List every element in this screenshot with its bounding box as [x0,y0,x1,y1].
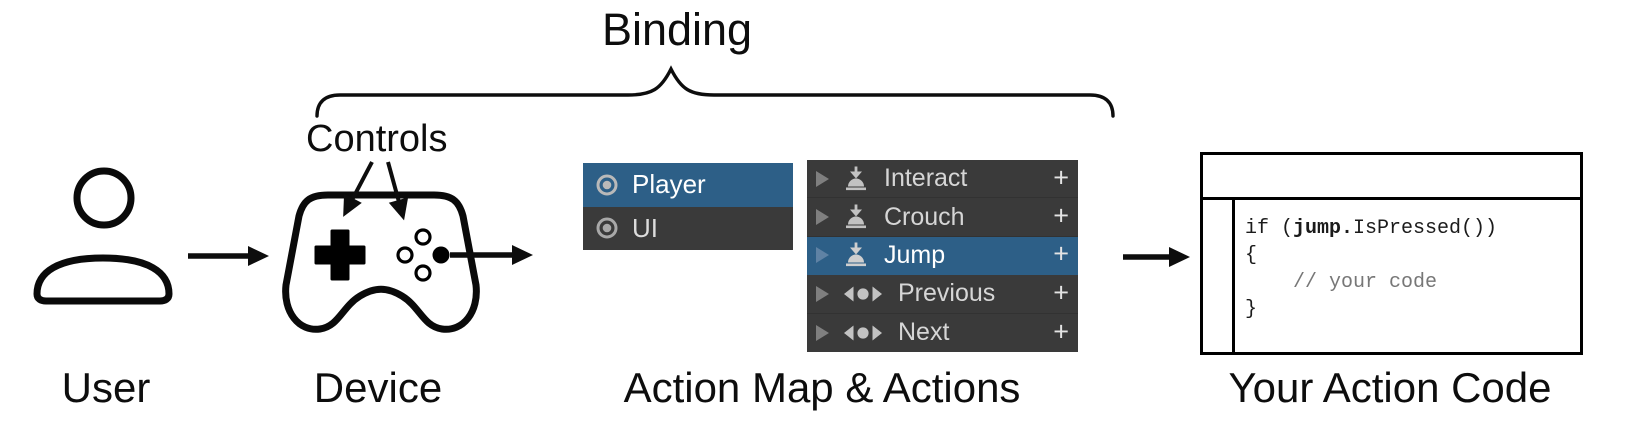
chevron-right-icon[interactable] [816,285,829,302]
code-jump-ref: jump. [1293,217,1354,240]
gamepad-icon [282,191,480,333]
add-binding-button[interactable]: + [1053,162,1069,193]
action-row-crouch[interactable]: Crouch + [807,198,1078,237]
button-action-icon [846,204,866,229]
value-action-icon [844,325,882,341]
value-action-icon [844,286,882,302]
binding-brace [315,65,1115,118]
controls-arrow-left [343,161,374,217]
code-snippet: if (jump.IsPressed()) { // your code } [1245,215,1497,323]
button-action-icon [846,242,866,267]
gamepad-button-west [396,246,414,264]
action-row-next[interactable]: Next + [807,314,1078,352]
controls-arrow-right [386,161,409,221]
gamepad-button-south [414,264,432,282]
your-action-code-label: Your Action Code [1228,364,1552,411]
add-binding-button[interactable]: + [1053,316,1069,347]
action-row-label: Jump [884,240,946,269]
code-gutter-line [1232,200,1235,352]
gamepad-button-east-highlight [432,246,450,264]
action-map-row-player[interactable]: Player [583,163,793,207]
controls-label: Controls [306,118,448,160]
action-map-icon [596,217,618,239]
gamepad-body [282,191,480,333]
actions-panel: Interact + Crouch + Jump + [807,160,1078,352]
chevron-right-icon[interactable] [816,324,829,341]
action-row-label: Crouch [884,202,965,231]
action-row-jump[interactable]: Jump + [807,236,1078,276]
user-body [33,254,173,305]
code-if-open: if ( [1245,217,1294,240]
action-code-window: if (jump.IsPressed()) { // your code } [1200,152,1583,355]
button-action-icon [846,166,866,190]
action-row-previous[interactable]: Previous + [807,275,1078,314]
code-comment: // your code [1245,271,1438,294]
add-binding-button[interactable]: + [1053,277,1069,308]
device-label: Device [313,364,443,411]
user-icon [33,167,173,305]
add-binding-button[interactable]: + [1053,200,1069,231]
action-row-label: Interact [884,164,968,193]
action-map-row-ui[interactable]: UI [583,207,793,251]
code-close-brace: } [1245,298,1258,321]
action-row-interact[interactable]: Interact + [807,160,1078,199]
add-binding-button[interactable]: + [1053,238,1069,269]
action-map-icon [596,174,618,196]
binding-label: Binding [601,4,753,55]
gamepad-button-north [414,228,432,246]
action-row-label: Previous [898,279,996,308]
user-head [73,167,135,229]
action-map-row-label: Player [632,169,706,200]
gamepad-dpad [314,229,366,281]
chevron-right-icon[interactable] [816,247,829,264]
chevron-right-icon[interactable] [816,170,829,187]
action-map-row-label: UI [632,212,658,243]
code-open-brace: { [1245,244,1258,267]
code-ispressed-call: IsPressed()) [1353,217,1498,240]
action-map-panel: Player UI [583,163,793,250]
chevron-right-icon[interactable] [816,209,829,226]
user-label: User [61,364,151,411]
code-window-titlebar [1203,155,1580,200]
action-map-actions-label: Action Map & Actions [623,364,1021,411]
action-row-label: Next [898,318,950,347]
code-editor-area: if (jump.IsPressed()) { // your code } [1203,200,1580,352]
